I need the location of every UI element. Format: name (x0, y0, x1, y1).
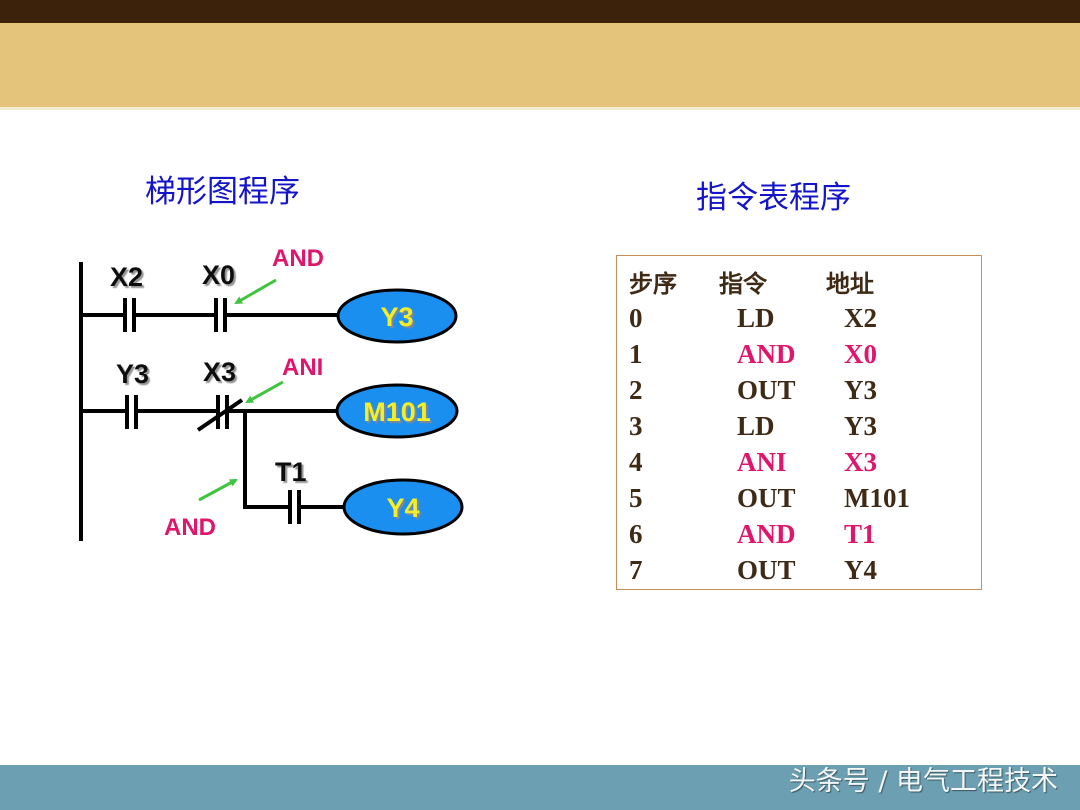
address-cell: X0 (844, 339, 877, 369)
top-bar (0, 0, 1080, 23)
contact-label-y3: Y3 (116, 359, 149, 389)
coil-label-y4: Y4 (386, 493, 419, 523)
step-cell: 3 (629, 411, 643, 441)
step-cell: 6 (629, 519, 643, 549)
annotation-and-2: AND (164, 514, 216, 541)
step-cell: 4 (629, 447, 643, 477)
address-cell: Y3 (844, 411, 877, 441)
rung-3: T1 Y4 AND (164, 411, 464, 541)
annotation-and-1: AND (272, 245, 324, 272)
instruction-list-title: 指令表程序 (696, 180, 851, 216)
annotation-ani: ANI (282, 354, 323, 381)
header-instruction: 指令 (719, 269, 767, 298)
instruction-cell: AND (737, 339, 796, 369)
address-cell: Y3 (844, 375, 877, 405)
instruction-cell: LD (737, 303, 775, 333)
instruction-cell: OUT (737, 375, 796, 405)
footer-bar (0, 765, 1080, 810)
step-cell: 7 (629, 555, 643, 585)
address-cell: T1 (844, 519, 876, 549)
step-cell: 2 (629, 375, 643, 405)
arrow-icon (198, 478, 238, 502)
coil-label-m101: M101 (363, 397, 431, 427)
contact-x0 (214, 298, 227, 332)
contact-label-x0: X0 (202, 260, 235, 290)
address-cell: Y4 (844, 555, 877, 585)
contact-label-x3: X3 (203, 357, 236, 387)
contact-x3-normally-closed (196, 395, 244, 432)
coil-m101: M101 (335, 383, 459, 439)
rung-1: X2 X0 Y3 AND (81, 245, 458, 344)
title-band-edge (0, 107, 1080, 110)
arrow-icon (245, 380, 284, 404)
contact-label-t1: T1 (275, 457, 307, 487)
step-cell: 1 (629, 339, 643, 369)
arrow-icon (234, 278, 277, 305)
title-band (0, 23, 1080, 107)
contact-x2 (123, 298, 136, 332)
instruction-cell: ANI (737, 447, 787, 477)
header-address: 地址 (826, 269, 874, 298)
step-cell: 0 (629, 303, 643, 333)
instruction-cell: LD (737, 411, 775, 441)
instruction-cell: OUT (737, 483, 796, 513)
coil-label-y3: Y3 (380, 302, 413, 332)
contact-label-x2: X2 (110, 262, 143, 292)
contact-y3 (125, 395, 138, 429)
coil-y3: Y3 (336, 288, 458, 344)
step-cell: 5 (629, 483, 643, 513)
contact-t1 (288, 490, 301, 524)
header-step: 步序 (629, 269, 677, 298)
instruction-cell: AND (737, 519, 796, 549)
address-cell: X2 (844, 303, 877, 333)
rung-2: Y3 X3 M101 ANI (81, 354, 459, 439)
watermark: 头条号 / 电气工程技术 (788, 766, 1058, 797)
ladder-diagram-title: 梯形图程序 (145, 174, 300, 210)
instruction-list-table: 步序 指令 地址 0 LD X2 1 AND X0 2 OUT Y3 3 LD … (616, 255, 982, 590)
address-cell: X3 (844, 447, 877, 477)
address-cell: M101 (844, 483, 910, 513)
coil-y4: Y4 (342, 478, 464, 536)
instruction-cell: OUT (737, 555, 796, 585)
